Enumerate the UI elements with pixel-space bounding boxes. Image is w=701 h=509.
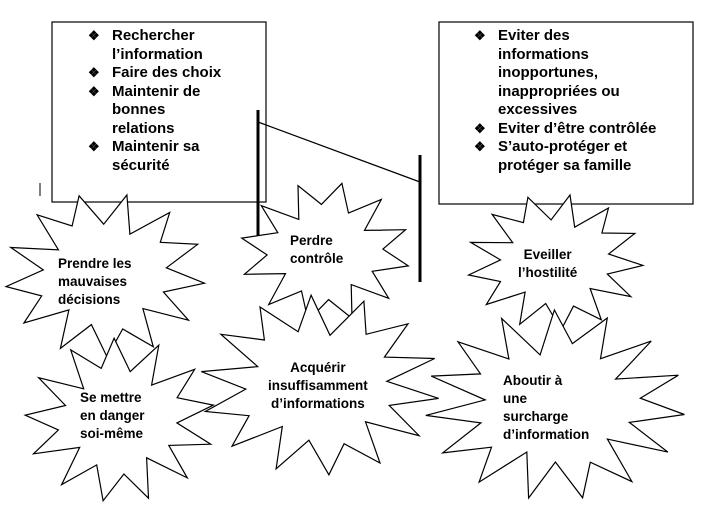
diamond-bullet-icon: ❖	[88, 65, 100, 80]
right-box-item-line: Eviter d’être contrôlée	[498, 119, 657, 137]
diamond-bullet-icon: ❖	[474, 28, 486, 43]
right-box	[438, 21, 694, 205]
right-box-item-line: inopportunes,	[498, 64, 598, 81]
diamond-bullet-icon: ❖	[474, 139, 486, 154]
right-box-item-line: S’auto-protéger et	[498, 138, 628, 155]
right-box-item-line: inappropriées ou	[498, 82, 620, 100]
left-box-item-line: Maintenir de	[112, 82, 201, 100]
left-box-item: ❖ Faire des choix	[88, 64, 221, 83]
burst-mauvaises-decisions	[4, 193, 207, 359]
balance-beam	[257, 121, 421, 183]
right-box-item-line: Eviter des	[498, 27, 570, 44]
burst-danger	[23, 336, 216, 503]
left-box	[51, 21, 267, 203]
diamond-bullet-icon: ❖	[474, 120, 486, 136]
diamond-bullet-icon: ❖	[88, 83, 100, 99]
burst-surcharge	[425, 308, 685, 500]
burst-insuffisamment	[201, 293, 439, 477]
left-box-item-line: bonnes	[112, 101, 166, 118]
right-box-item: ❖ Eviter d’être contrôlée	[474, 120, 656, 139]
left-box-item-line: Faire des choix	[112, 64, 222, 81]
left-box-item-line: l’information	[112, 45, 203, 63]
left-box-item-line: relations	[112, 119, 175, 137]
right-box-item-line: informations	[498, 45, 589, 63]
right-box-item-line: excessives	[498, 101, 578, 118]
diamond-bullet-icon: ❖	[88, 139, 100, 154]
burst-hostilite	[466, 193, 646, 332]
left-box-item-line: sécurité	[112, 156, 170, 174]
diamond-bullet-icon: ❖	[88, 28, 100, 43]
right-box-item-line: protéger sa famille	[498, 156, 632, 174]
left-box-item-line: Rechercher	[112, 27, 195, 44]
left-box-item-line: Maintenir sa	[112, 138, 200, 155]
